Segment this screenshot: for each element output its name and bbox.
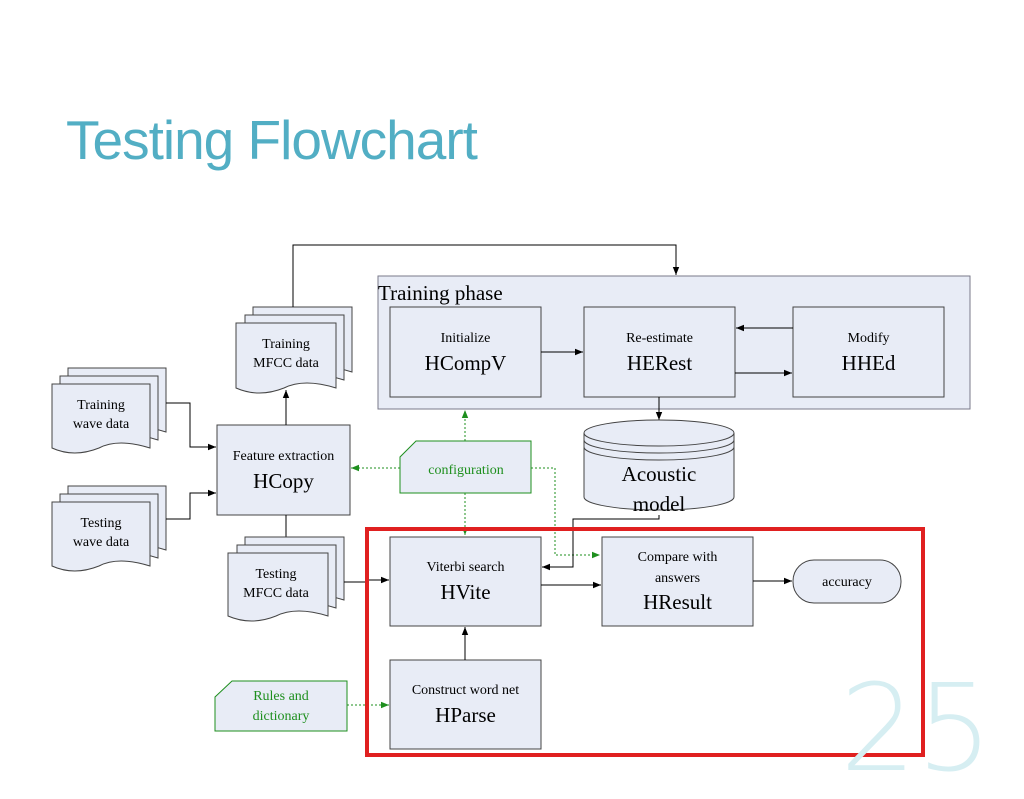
slide-title: Testing Flowchart bbox=[66, 109, 478, 171]
training-mfcc-line2: MFCC data bbox=[253, 356, 320, 371]
testing-mfcc-line2: MFCC data bbox=[243, 586, 310, 601]
viterbi-box: Viterbi search HVite bbox=[389, 536, 542, 627]
config-to-hresult bbox=[531, 467, 600, 559]
training-mfcc-line1: Training bbox=[262, 337, 310, 352]
reestimate-tool: HERest bbox=[627, 351, 692, 375]
acoustic-model-line1: Acoustic bbox=[622, 462, 697, 486]
rules-dictionary-card: Rules and dictionary bbox=[214, 680, 348, 732]
training-mfcc-document: Training MFCC data bbox=[235, 306, 353, 394]
testing-wave-document: Testing wave data bbox=[51, 485, 167, 572]
rules-line2: dictionary bbox=[253, 709, 310, 724]
construct-label: Construct word net bbox=[412, 683, 519, 698]
flowchart-diagram: Training phase Initialize HCompV Re-esti… bbox=[51, 244, 971, 757]
compare-tool: HResult bbox=[643, 590, 712, 614]
training-wave-line2: wave data bbox=[73, 417, 130, 432]
modify-tool: HHEd bbox=[842, 351, 896, 375]
acoustic-model-cylinder: Acoustic model bbox=[583, 419, 735, 516]
compare-label-2: answers bbox=[655, 571, 700, 586]
testing-mfcc-document: Testing MFCC data bbox=[227, 536, 345, 622]
reestimate-box: Re-estimate HERest bbox=[583, 306, 736, 398]
accuracy-terminator: accuracy bbox=[792, 559, 902, 604]
training-phase-label: Training phase bbox=[378, 281, 503, 305]
compare-box: Compare with answers HResult bbox=[601, 536, 754, 627]
arrow-training-mfcc-to-training-phase bbox=[292, 244, 680, 307]
testing-wave-line1: Testing bbox=[80, 516, 121, 531]
initialize-tool: HCompV bbox=[425, 351, 507, 375]
modify-label: Modify bbox=[848, 331, 890, 346]
slide-number: 25 bbox=[840, 660, 993, 799]
arrow-testing-wave-to-hcopy bbox=[166, 489, 216, 520]
testing-phase-highlight bbox=[365, 527, 925, 757]
rules-line1: Rules and bbox=[253, 689, 309, 704]
training-wave-line1: Training bbox=[77, 398, 125, 413]
compare-label-1: Compare with bbox=[638, 550, 718, 565]
arrow-training-wave-to-hcopy bbox=[166, 402, 216, 451]
construct-box: Construct word net HParse bbox=[389, 659, 542, 750]
feature-extraction-tool: HCopy bbox=[253, 469, 314, 493]
testing-wave-line2: wave data bbox=[73, 535, 130, 550]
configuration-label: configuration bbox=[428, 463, 503, 478]
acoustic-model-line2: model bbox=[633, 492, 686, 516]
construct-tool: HParse bbox=[435, 703, 496, 727]
slide: Testing Flowchart Training phase Initial… bbox=[51, 109, 993, 799]
feature-extraction-box: Feature extraction HCopy bbox=[216, 424, 351, 516]
viterbi-tool: HVite bbox=[440, 580, 490, 604]
arrow-model-to-hvite bbox=[542, 515, 660, 571]
initialize-label: Initialize bbox=[441, 331, 491, 346]
feature-extraction-label: Feature extraction bbox=[233, 449, 334, 464]
accuracy-label: accuracy bbox=[822, 575, 872, 590]
configuration-card: configuration bbox=[399, 440, 532, 494]
reestimate-label: Re-estimate bbox=[626, 331, 693, 346]
modify-box: Modify HHEd bbox=[792, 306, 945, 398]
testing-mfcc-line1: Testing bbox=[255, 567, 296, 582]
initialize-box: Initialize HCompV bbox=[389, 306, 542, 398]
viterbi-label: Viterbi search bbox=[426, 560, 504, 575]
training-wave-document: Training wave data bbox=[51, 367, 167, 454]
